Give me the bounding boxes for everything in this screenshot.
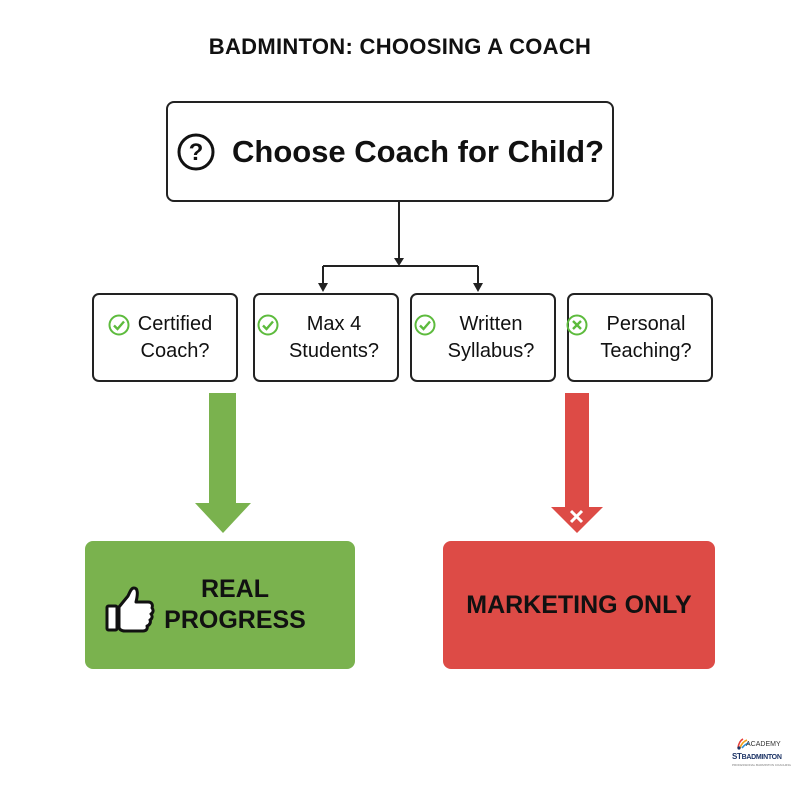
criterion-max-students: Max 4 Students? [253,293,399,382]
green-down-arrow [195,393,251,533]
criterion-written-syllabus: Written Syllabus? [410,293,556,382]
logo-brand: STBADMINTON [732,752,782,761]
check-circle-icon [257,314,279,335]
outcome-marketing-only: MARKETING ONLY [443,541,715,669]
diagram-title: BADMINTON: CHOOSING A COACH [208,34,592,59]
shuttlecock-icon [737,738,750,750]
criterion-personal-teaching: Personal Teaching? [566,293,713,382]
red-down-arrow [551,393,603,533]
check-circle-icon [414,314,436,335]
criterion-certified-coach: Certified Coach? [92,293,238,382]
criterion-line-2: Teaching? [600,339,692,362]
check-circle-icon [108,314,130,335]
x-circle-icon [566,314,588,335]
root-question-label: Choose Coach for Child? [232,133,604,169]
logo-top-text: ACADEMY [746,741,781,748]
criterion-line-1: Written [459,312,523,335]
criterion-line-1: Max 4 [306,312,362,335]
x-mark-icon [569,509,584,524]
outcome-good-line-1: REAL [200,575,270,603]
criterion-line-2: Students? [288,339,380,362]
criterion-line-1: Certified [137,312,213,335]
criterion-line-2: Syllabus? [447,339,535,362]
criterion-line-2: Coach? [140,339,210,362]
thumbs-up-icon [105,586,155,633]
question-circle-icon: ? [177,133,215,170]
outcome-real-progress: REAL PROGRESS [85,541,355,669]
svg-text:?: ? [189,139,204,166]
academy-logo: ACADEMY STBADMINTON PROFESSIONAL BADMINT… [730,738,792,770]
outcome-good-line-2: PROGRESS [164,606,306,634]
logo-tagline: PROFESSIONAL BADMINTON COACHING [732,763,792,767]
criterion-line-1: Personal [606,312,686,335]
root-question-box: ? Choose Coach for Child? [166,101,614,202]
